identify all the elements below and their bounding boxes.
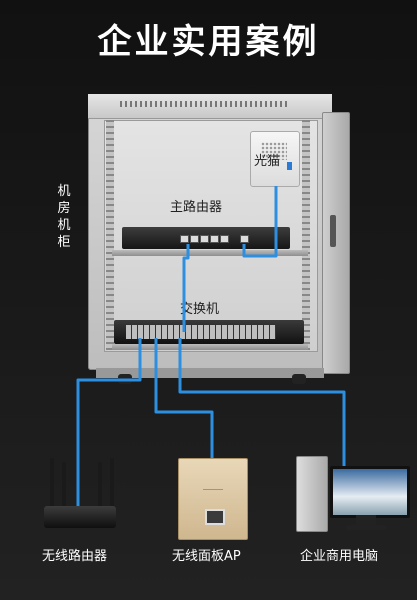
modem-led-icon [287, 162, 292, 170]
page-title: 企业实用案例 [97, 22, 320, 62]
network-switch-icon [114, 320, 304, 344]
monitor-stand-icon [356, 515, 376, 525]
wireless-router-icon [44, 506, 116, 528]
cabinet-label: 机房机柜 [57, 184, 71, 250]
monitor-icon [330, 466, 410, 518]
main-router-icon [122, 227, 290, 249]
ethernet-jack-icon [205, 509, 225, 525]
main-router-label: 主路由器 [170, 200, 223, 215]
cable-lines [76, 186, 346, 506]
lower-shelf [112, 344, 308, 350]
caster-wheel-icon [292, 374, 306, 384]
wireless-ap-label: 无线面板AP [172, 549, 241, 564]
switch-to-ap-cable [154, 338, 214, 458]
antenna-icon [50, 458, 54, 508]
switch-to-wireless-router-cable [76, 338, 142, 506]
cabinet-vent [120, 101, 290, 107]
router-port-icon [190, 235, 199, 243]
pc-label: 企业商用电脑 [300, 549, 379, 564]
modem-to-router-cable [242, 186, 278, 258]
upper-shelf [112, 250, 308, 256]
antenna-icon [110, 458, 114, 508]
switch-to-pc-cable [178, 338, 346, 470]
router-port-icon [180, 235, 189, 243]
switch-ports-icon [126, 325, 276, 339]
wireless-ap-panel-icon [178, 458, 248, 540]
router-port-icon [200, 235, 209, 243]
monitor-base-icon [346, 525, 386, 530]
optical-modem-icon [250, 131, 300, 187]
right-rack-rail [302, 120, 310, 350]
router-to-switch-cable [182, 244, 190, 332]
cabinet-door [322, 112, 350, 374]
wireless-router-label: 无线路由器 [42, 549, 108, 564]
antenna-icon [98, 462, 102, 508]
door-handle-icon [330, 215, 336, 247]
switch-label: 交换机 [180, 302, 220, 317]
router-port-icon [210, 235, 219, 243]
cabinet-base [96, 368, 324, 378]
left-rack-rail [106, 120, 114, 350]
pc-tower-icon [296, 456, 328, 532]
panel-logo-icon [203, 481, 223, 490]
router-port-icon [220, 235, 229, 243]
modem-label: 光猫 [254, 154, 281, 169]
antenna-icon [62, 462, 66, 508]
modem-vent-icon [261, 142, 287, 160]
router-port-icon [240, 235, 249, 243]
